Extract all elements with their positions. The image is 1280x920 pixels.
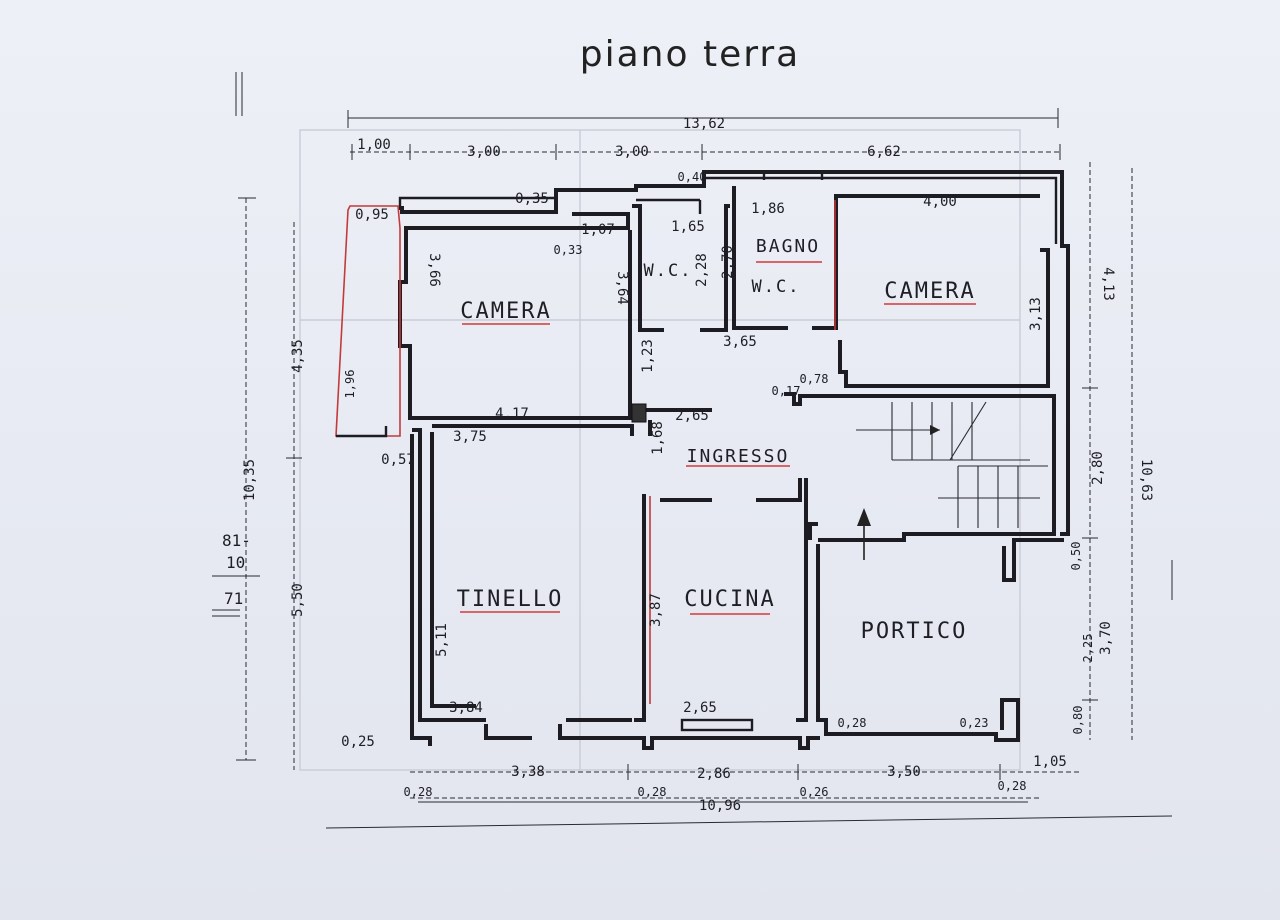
dim-387: 3,87: [648, 593, 664, 627]
dim-186: 1,86: [751, 201, 785, 217]
dim-165: 1,65: [671, 219, 705, 235]
dim-123: 1,23: [640, 339, 656, 373]
dim-413: 4,13: [1100, 267, 1116, 301]
dim-313: 3,13: [1028, 297, 1044, 331]
dim-top-4: 6,62: [867, 144, 901, 160]
dim-1063: 10,63: [1138, 459, 1154, 501]
dim-511: 5,11: [434, 623, 450, 657]
plan-title: piano terra: [580, 34, 801, 75]
dim-057: 0,57: [381, 452, 415, 468]
room-bagno: BAGNO: [756, 236, 820, 257]
dim-375: 3,75: [453, 429, 487, 445]
entrance-arrow-icon: [857, 508, 871, 560]
dim-035: 0,35: [515, 191, 549, 207]
dim-028-c: 0,28: [998, 779, 1027, 793]
dim-370: 3,70: [1098, 621, 1114, 655]
dim-107: 1,07: [581, 222, 615, 238]
dim-265-top: 2,65: [675, 408, 709, 424]
dim-400: 4,00: [923, 194, 957, 210]
ghost-drawing: [299, 129, 1021, 771]
dim-028-d: 0,28: [404, 785, 433, 799]
room-wc-2: W.C.: [752, 277, 801, 297]
room-cucina: CUCINA: [684, 587, 775, 612]
dim-top-total: 13,62: [683, 116, 725, 132]
dim-top-1: 1,00: [357, 137, 391, 153]
dim-026: 0,26: [800, 785, 829, 799]
dim-168: 1,68: [650, 421, 666, 455]
dim-017: 0,17: [772, 384, 801, 398]
room-tinello: TINELLO: [457, 587, 564, 612]
dim-028-b: 0,28: [638, 785, 667, 799]
margin-note-a: 81-: [222, 531, 251, 550]
room-camera-right: CAMERA: [884, 279, 975, 304]
dim-550: 5,50: [290, 583, 306, 617]
dim-384: 3,84: [449, 700, 483, 716]
dim-050: 0,50: [1069, 542, 1083, 571]
dim-366: 3,66: [426, 253, 442, 287]
dim-1096: 10,96: [699, 798, 741, 814]
dim-025: 0,25: [341, 734, 375, 750]
dim-228: 2,28: [694, 253, 710, 287]
margin-note-c: 71: [224, 589, 243, 608]
dim-033: 0,33: [554, 243, 583, 257]
dim-buttress: 1,96: [343, 370, 357, 399]
dim-top-2: 3,00: [467, 144, 501, 160]
dim-417: 4,17: [495, 406, 529, 422]
dim-270: 2,70: [720, 245, 736, 279]
room-portico: PORTICO: [861, 619, 968, 644]
dim-338: 3,38: [511, 764, 545, 780]
walls: [335, 170, 1070, 750]
dim-105: 1,05: [1033, 754, 1067, 770]
dim-1035: 10,35: [242, 459, 258, 501]
room-camera-left: CAMERA: [460, 299, 551, 324]
dim-435: 4,35: [290, 339, 306, 373]
dim-350: 3,50: [887, 764, 921, 780]
room-labels: CAMERA W.C. BAGNO W.C. CAMERA INGRESSO T…: [457, 236, 976, 644]
dimension-labels: 13,62 1,00 3,00 3,00 6,62 0,35 0,40 0,95…: [242, 116, 1154, 814]
left-buttress: [335, 205, 401, 437]
staircase: [856, 401, 1048, 528]
dim-080: 0,80: [1071, 706, 1085, 735]
dim-078: 0,78: [800, 372, 829, 386]
dim-286: 2,86: [697, 766, 731, 782]
dim-095: 0,95: [355, 207, 389, 223]
dim-023: 0,23: [960, 716, 989, 730]
dim-364: 3,64: [614, 271, 630, 305]
dim-365: 3,65: [723, 334, 757, 350]
dim-top-3: 3,00: [615, 144, 649, 160]
margin-note-b: 10: [226, 553, 245, 572]
room-ingresso: INGRESSO: [687, 446, 790, 467]
margin-notes: 81- 10 71: [212, 531, 260, 617]
room-wc-1: W.C.: [644, 261, 693, 281]
dim-225: 2,25: [1081, 634, 1095, 663]
side-dimension-lines: [235, 72, 1173, 829]
dim-040: 0,40: [678, 170, 707, 184]
dim-265-bot: 2,65: [683, 700, 717, 716]
dim-028-a: 0,28: [838, 716, 867, 730]
top-dimension-lines: [347, 108, 1062, 160]
dim-280: 2,80: [1090, 451, 1106, 485]
